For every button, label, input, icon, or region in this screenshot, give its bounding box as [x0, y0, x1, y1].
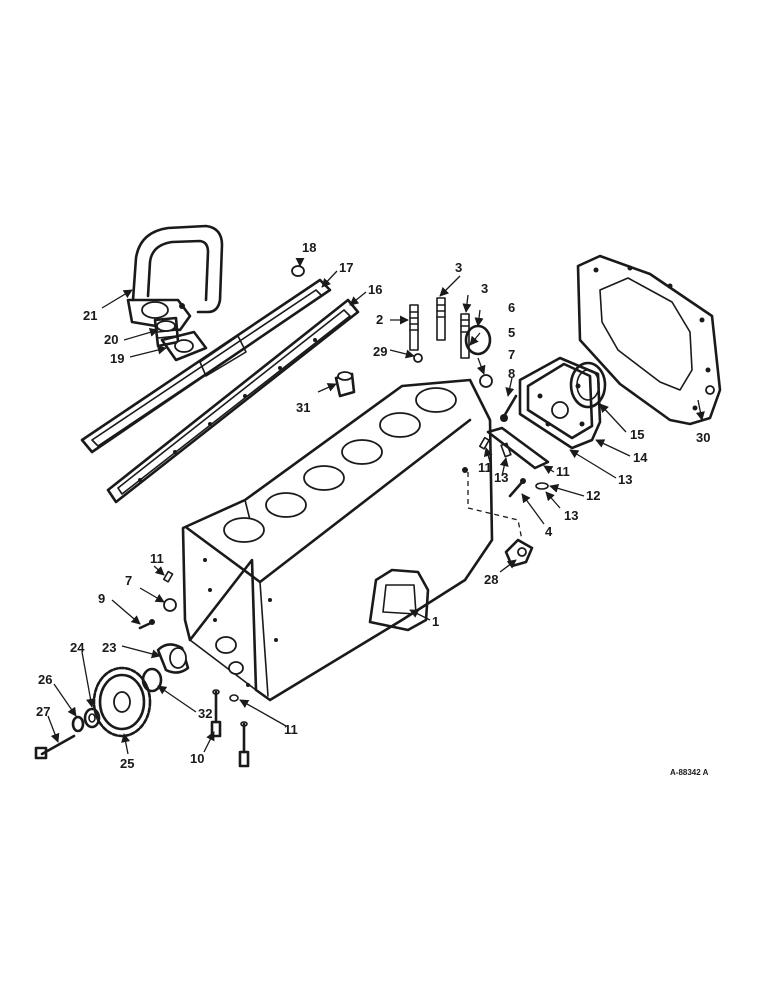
callout-30: 30 [696, 430, 710, 445]
bolt-8-part [500, 394, 518, 422]
callout-31: 31 [296, 400, 310, 415]
callout-16: 15 [630, 427, 644, 442]
fitting-31-part [334, 371, 356, 398]
side-cover-plate-part [80, 278, 332, 454]
callout-1: 1 [432, 614, 439, 629]
flywheel-housing-part [576, 254, 722, 426]
pin-11-lower-part [229, 694, 239, 702]
bolt-10b-part [238, 721, 250, 768]
callout-23: 23 [102, 640, 116, 655]
reference-code: A-88342 A [670, 768, 709, 777]
callout-11d: 11 [284, 722, 298, 737]
callout-13b: 13 [564, 508, 578, 523]
bushing-23-part [156, 643, 190, 674]
callout-21: 20 [104, 332, 118, 347]
elbow-fitting-28-part [504, 538, 534, 568]
callout-3b: 3 [481, 281, 488, 296]
plug-7-left-part [163, 598, 177, 612]
stud-3b-part [460, 313, 470, 359]
callout-20: 19 [110, 351, 124, 366]
bolt-27-part [34, 734, 76, 760]
bar-13-part [486, 426, 550, 470]
bolt-10a-part [210, 689, 222, 738]
callout-18: 17 [339, 260, 353, 275]
oil-seal-16-part [569, 361, 607, 409]
callout-labels: 18 17 16 21 20 19 3 2 3 6 5 7 29 31 8 30… [36, 240, 710, 777]
stud-3a-part [436, 297, 446, 341]
callout-14: 13 [618, 472, 632, 487]
ring-12-part [535, 482, 549, 490]
thermostat-part [153, 316, 180, 348]
idler-gear-25-part [92, 666, 152, 738]
washer-26-part [71, 715, 85, 733]
callout-3a: 3 [455, 260, 462, 275]
callout-28: 28 [484, 572, 498, 587]
gasket-20-part [160, 330, 208, 362]
pin-11-rear-part [478, 436, 490, 450]
leader-lines [47, 257, 705, 755]
washer-24-part [83, 707, 101, 729]
callout-5: 5 [508, 325, 515, 340]
rear-plate-14-part [526, 362, 594, 440]
callout-11a: 11 [478, 460, 492, 475]
callout-22: 21 [83, 308, 97, 323]
bolt-9-part [138, 619, 155, 630]
plug-7-upper-part [479, 374, 493, 388]
cylinder-block-part [181, 378, 494, 702]
callout-17: 16 [368, 282, 382, 297]
callout-29: 29 [373, 344, 387, 359]
callout-13a: 13 [494, 470, 508, 485]
rear-plate-gasket-15-part [518, 356, 602, 450]
callout-6: 6 [508, 300, 515, 315]
callout-4: 4 [545, 524, 553, 539]
pin-11-left-part [162, 570, 174, 583]
bearing-32-part [141, 667, 163, 693]
side-cover-gasket-part [106, 298, 360, 504]
stud-2-part [409, 304, 419, 351]
plug-19-part [291, 265, 305, 277]
pin-13-part [500, 442, 512, 458]
callout-2: 2 [376, 312, 383, 327]
dashed-guide-line [467, 472, 523, 541]
pin-4-part [508, 478, 526, 498]
callout-27: 27 [36, 704, 50, 719]
callout-15: 14 [633, 450, 648, 465]
water-pipe-part [126, 224, 224, 332]
callout-10: 10 [190, 751, 204, 766]
callout-32: 32 [198, 706, 212, 721]
callout-8: 8 [508, 366, 515, 381]
callout-7a: 7 [508, 347, 515, 362]
callout-7b: 7 [125, 573, 132, 588]
dowel-29-part [413, 353, 423, 363]
callout-11b: 11 [556, 464, 570, 479]
callout-9: 9 [98, 591, 105, 606]
callout-26: 26 [38, 672, 52, 687]
callout-24: 24 [70, 640, 85, 655]
callout-11c: 11 [150, 551, 164, 566]
callout-12: 12 [586, 488, 600, 503]
callout-25: 25 [120, 756, 134, 771]
callout-19: 18 [302, 240, 316, 255]
